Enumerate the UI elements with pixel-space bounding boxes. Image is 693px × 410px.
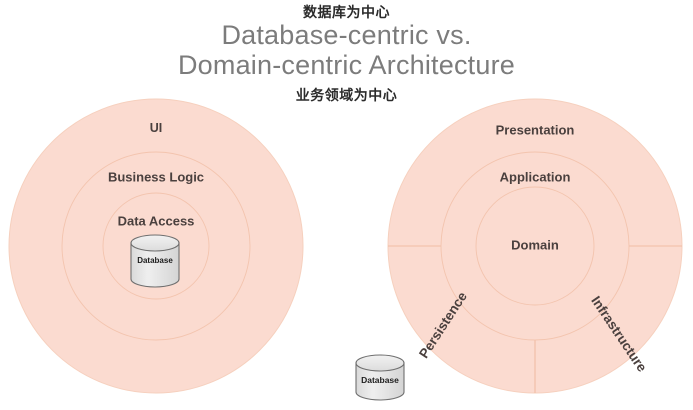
db-external-top	[355, 354, 405, 372]
ring-domain	[475, 186, 595, 306]
db-external-body	[355, 362, 405, 401]
page-title: Database-centric vs. Domain-centric Arch…	[0, 20, 693, 80]
db-inner-body	[130, 242, 180, 288]
title-line-1: Database-centric vs.	[221, 20, 472, 50]
right-architecture-circles	[387, 98, 683, 394]
database-cylinder-inner	[130, 234, 180, 288]
title-line-2: Domain-centric Architecture	[177, 50, 516, 80]
db-inner-top	[130, 234, 180, 252]
annotation-top: 数据库为中心	[303, 5, 390, 21]
annotation-bottom: 业务领域为中心	[295, 88, 398, 104]
database-cylinder-external	[355, 354, 405, 401]
